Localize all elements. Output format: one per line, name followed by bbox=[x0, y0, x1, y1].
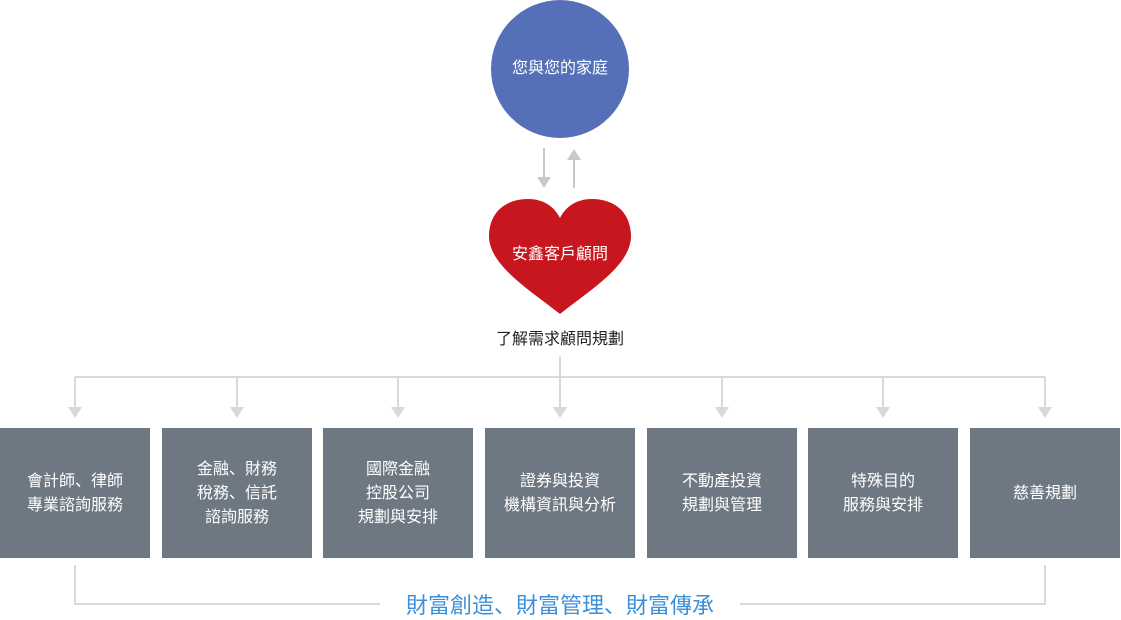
service-box-accounting-legal: 會計師、律師 專業諮詢服務 bbox=[0, 428, 150, 558]
service-box-philanthropy: 慈善規劃 bbox=[970, 428, 1120, 558]
branch-arrow-head-3 bbox=[391, 407, 405, 418]
advisor-label: 安鑫客戶顧問 bbox=[511, 244, 608, 263]
connector-tree bbox=[74, 356, 1046, 408]
branch-arrow-head-6 bbox=[876, 407, 890, 418]
family-label: 您與您的家庭 bbox=[511, 58, 608, 77]
service-box-special-purpose: 特殊目的 服務與安排 bbox=[808, 428, 958, 558]
down-arrow-head bbox=[537, 177, 551, 188]
branch-arrow-heads bbox=[68, 407, 1052, 418]
wealth-banner: 財富創造、財富管理、財富傳承 bbox=[380, 588, 740, 620]
service-label: 金融、財務 稅務、信託 諮詢服務 bbox=[196, 459, 277, 526]
heart-shape bbox=[488, 199, 632, 314]
service-box-holding-company: 國際金融 控股公司 規劃與安排 bbox=[323, 428, 473, 558]
branch-arrow-head-2 bbox=[230, 407, 244, 418]
bidirectional-arrows bbox=[537, 148, 581, 188]
service-box-finance-tax-trust: 金融、財務 稅務、信託 諮詢服務 bbox=[162, 428, 312, 558]
up-arrow-head bbox=[567, 149, 581, 160]
needs-label: 了解需求顧問規劃 bbox=[495, 329, 624, 348]
branch-arrow-head-5 bbox=[715, 407, 729, 418]
service-label: 國際金融 控股公司 規劃與安排 bbox=[357, 459, 438, 526]
service-label: 證券與投資 機構資訊與分析 bbox=[503, 471, 616, 514]
service-label: 會計師、律師 專業諮詢服務 bbox=[26, 471, 123, 514]
service-label: 特殊目的 服務與安排 bbox=[842, 471, 923, 514]
family-circle bbox=[491, 0, 629, 138]
service-box-real-estate: 不動產投資 規劃與管理 bbox=[647, 428, 797, 558]
branch-arrow-head-7 bbox=[1038, 407, 1052, 418]
branch-arrow-head-4 bbox=[553, 407, 567, 418]
service-box-securities-investment: 證券與投資 機構資訊與分析 bbox=[485, 428, 635, 558]
service-label: 慈善規劃 bbox=[1012, 483, 1077, 502]
service-label: 不動產投資 規劃與管理 bbox=[681, 471, 762, 514]
branch-arrow-head-1 bbox=[68, 407, 82, 418]
